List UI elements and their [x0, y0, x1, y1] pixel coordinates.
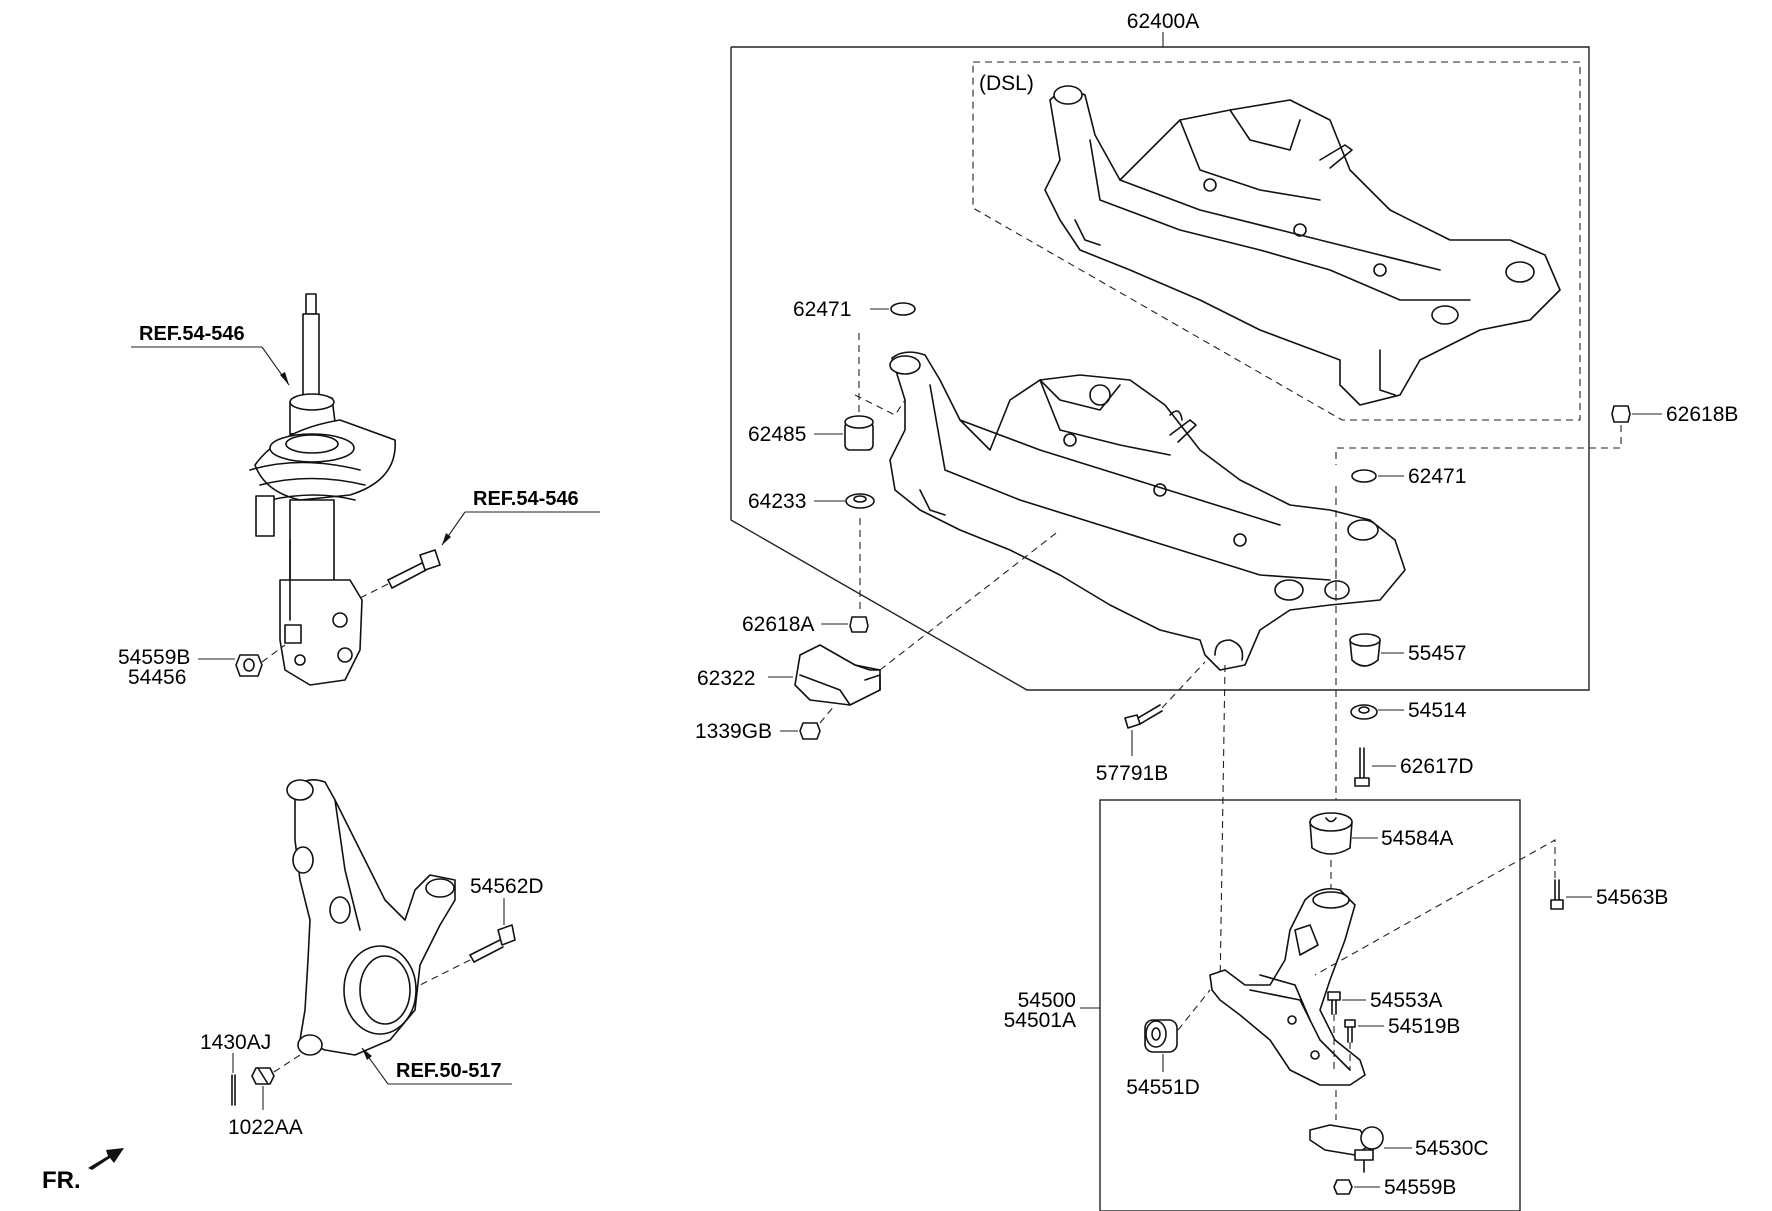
subframe-group: 62400A (DSL) [730, 10, 1590, 691]
bolt-54563b: 54563B [1550, 879, 1668, 910]
label-62471-right: 62471 [1408, 465, 1466, 488]
label-54584a: 54584A [1381, 827, 1453, 850]
label-62471-left: 62471 [793, 298, 851, 321]
label-54551d: 54551D [1126, 1076, 1200, 1099]
nut-62618a: 62618A [742, 613, 869, 636]
strut-bolt: REF.54-546 [387, 488, 600, 589]
label-ref-strut-bolt: REF.54-546 [473, 488, 579, 510]
label-1339gb: 1339GB [695, 720, 772, 743]
label-55457: 55457 [1408, 642, 1466, 665]
label-62485: 62485 [748, 423, 806, 446]
label-62618b: 62618B [1666, 403, 1738, 426]
ref-knuckle: REF.50-517 [361, 1047, 512, 1085]
retainer-64233: 64233 [748, 490, 875, 513]
strut-nut: 54559B 54456 [118, 646, 263, 689]
label-ref-strut-top: REF.54-546 [139, 323, 245, 345]
bushing-62485: 62485 [748, 415, 874, 451]
label-54500: 54500 [1018, 989, 1076, 1012]
label-62618a: 62618A [742, 613, 814, 636]
bolt-54562d: 54562D [469, 875, 544, 963]
label-ref-knuckle: REF.50-517 [396, 1060, 502, 1082]
bolt-62617d: 62617D [1354, 747, 1474, 787]
label-64233: 64233 [748, 490, 806, 513]
bushing-55457: 55457 [1349, 633, 1466, 667]
dsl-subframe-drawing [1044, 85, 1561, 406]
strut-assembly [249, 293, 396, 686]
bracket-62322: 62322 [697, 644, 881, 706]
label-62322: 62322 [697, 667, 755, 690]
label-54514: 54514 [1408, 699, 1467, 722]
label-62617d: 62617D [1400, 755, 1474, 778]
label-54559b-strut: 54559B [118, 646, 190, 669]
main-subframe-drawing [889, 351, 1406, 671]
front-arrow-icon [88, 1148, 124, 1170]
washer-62471-left: 62471 [793, 298, 916, 321]
label-54530c: 54530C [1415, 1137, 1489, 1160]
nut-62618b: 62618B [1611, 403, 1738, 426]
knuckle [286, 779, 456, 1056]
bushing-54584a: 54584A [1309, 812, 1453, 855]
cotter-pin: 1430AJ [200, 1031, 271, 1106]
ref-strut-top: REF.54-546 [131, 323, 290, 386]
label-62400a: 62400A [1127, 10, 1199, 33]
ball-joint-54530c: 54530C [1309, 1124, 1489, 1173]
label-54553a: 54553A [1370, 989, 1442, 1012]
label-54500-group: 54500 54501A [1004, 989, 1100, 1032]
washer-62471-right: 62471 [1351, 465, 1466, 488]
label-54563b: 54563B [1596, 886, 1668, 909]
label-54559b-lower: 54559B [1384, 1176, 1456, 1199]
front-indicator: FR. [42, 1148, 124, 1194]
label-1022aa: 1022AA [228, 1116, 303, 1139]
bushing-54551d: 54551D [1126, 1019, 1200, 1099]
label-54456: 54456 [128, 666, 186, 689]
label-1430aj: 1430AJ [200, 1031, 271, 1054]
stopper-54514: 54514 [1350, 699, 1467, 722]
label-54501a: 54501A [1004, 1009, 1076, 1032]
nut-54559b-lower: 54559B [1333, 1176, 1456, 1199]
label-54519b: 54519B [1388, 1015, 1460, 1038]
nut-1339gb: 1339GB [695, 720, 821, 743]
label-57791b: 57791B [1096, 762, 1168, 785]
bolt-54519b: 54519B [1344, 1015, 1460, 1043]
lower-arm-drawing [1209, 887, 1366, 1086]
bolt-54553a: 54553A [1327, 989, 1442, 1015]
label-fr: FR. [42, 1167, 81, 1194]
castle-nut: 1022AA [228, 1067, 303, 1139]
lower-arm-group: 54584A 54500 54501A 54551D [1004, 799, 1521, 1211]
label-54562d: 54562D [470, 875, 544, 898]
bolt-57791b: 57791B [1096, 704, 1168, 785]
label-dsl: (DSL) [979, 72, 1034, 95]
